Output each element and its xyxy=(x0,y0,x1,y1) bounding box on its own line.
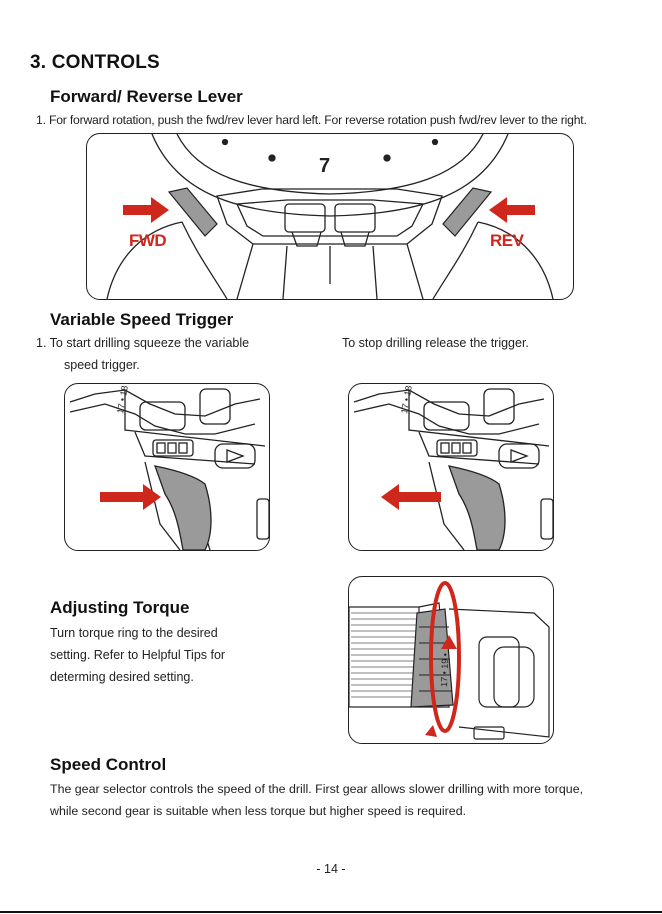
torque-text-line3: determing desired setting. xyxy=(50,670,194,684)
trigger-start-line1: 1. To start drilling squeeze the variabl… xyxy=(36,336,250,350)
section-title: 3. CONTROLS xyxy=(30,52,160,73)
drill-trigger-squeeze-drawing: 17 • 18 xyxy=(69,385,269,550)
page-number: - 14 - xyxy=(316,862,346,876)
drill-top-view-drawing: 7 xyxy=(106,134,554,299)
trigger-stop-text: To stop drilling release the trigger. xyxy=(342,336,529,350)
speed-heading: Speed Control xyxy=(50,755,167,774)
torque-ring-illustration: 17 • 19 • xyxy=(348,576,554,744)
fwd-rev-illustration: 7 FWD REV xyxy=(86,133,574,300)
torque-heading: Adjusting Torque xyxy=(50,598,190,617)
trigger-start-line2: speed trigger. xyxy=(64,358,140,372)
fwd-rev-instruction: 1. For forward rotation, push the fwd/re… xyxy=(36,113,587,127)
svg-text:17 • 18: 17 • 18 xyxy=(399,385,414,414)
speed-text-line1: The gear selector controls the speed of … xyxy=(50,782,584,796)
trigger-release-illustration: 17 • 18 xyxy=(348,383,554,551)
torque-text-line1: Turn torque ring to the desired xyxy=(50,626,218,640)
svg-text:7: 7 xyxy=(319,155,330,177)
svg-text:17 • 18: 17 • 18 xyxy=(115,385,130,414)
footer-rule xyxy=(0,911,662,913)
speed-text-line2: while second gear is suitable when less … xyxy=(50,804,467,818)
drill-trigger-release-drawing: 17 • 18 xyxy=(353,385,553,550)
fwd-label: FWD xyxy=(129,231,167,250)
svg-text:17 • 19 •: 17 • 19 • xyxy=(439,653,450,687)
fwd-rev-heading: Forward/ Reverse Lever xyxy=(50,87,243,106)
trigger-heading: Variable Speed Trigger xyxy=(50,310,234,329)
drill-torque-ring-drawing: 17 • 19 • xyxy=(349,581,550,740)
trigger-squeeze-illustration: 17 • 18 xyxy=(64,383,270,551)
torque-text-line2: setting. Refer to Helpful Tips for xyxy=(50,648,226,662)
rev-label: REV xyxy=(490,231,524,250)
